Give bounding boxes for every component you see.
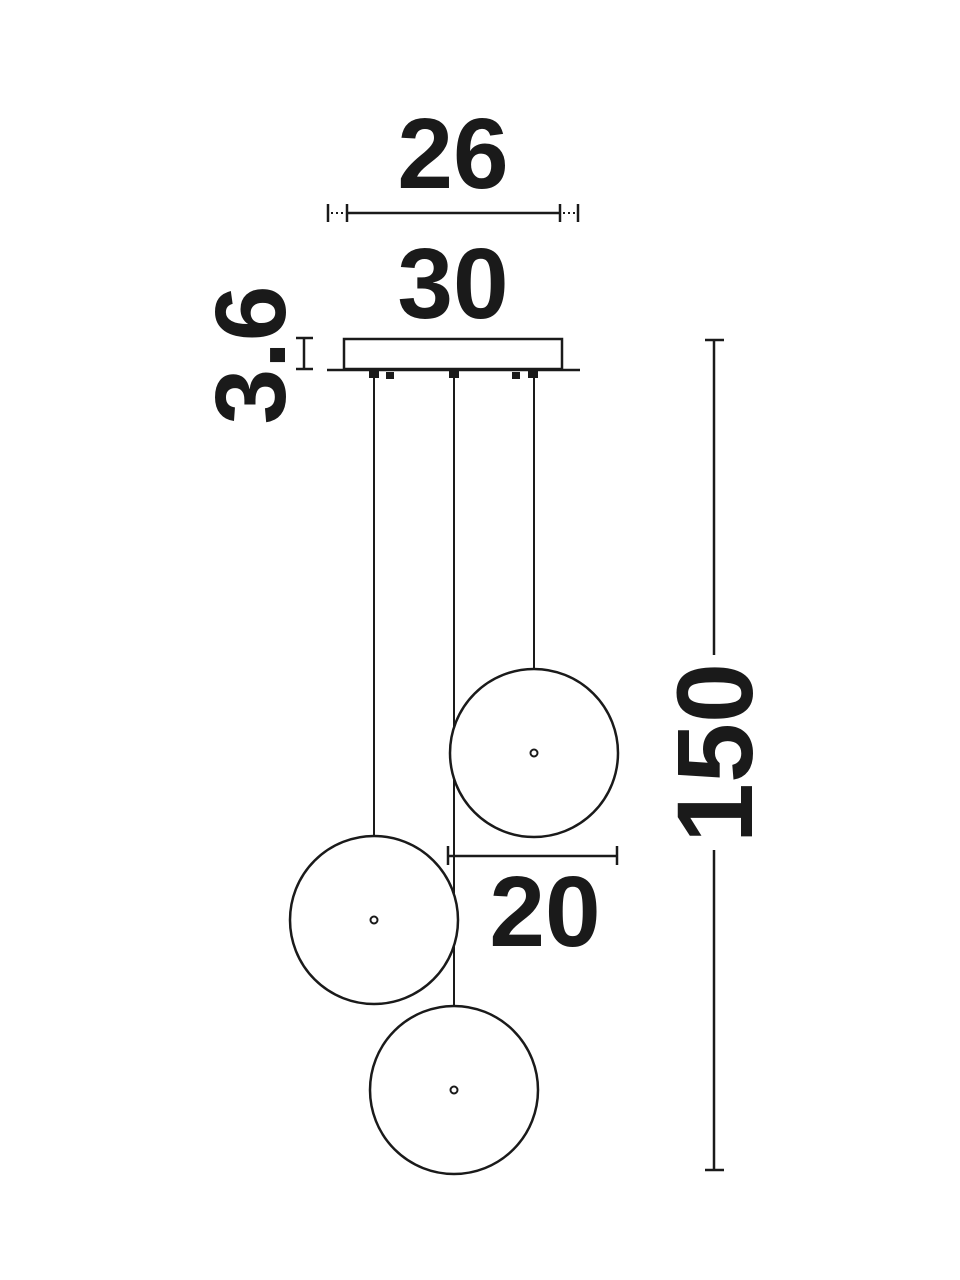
canopy-screw-right (512, 372, 520, 379)
globe-left-center-mark (369, 915, 379, 925)
globe-bottom-center-mark (449, 1085, 459, 1095)
globe-left-shade (288, 834, 460, 1006)
cable-grip-center (449, 370, 459, 378)
globe-right-shade (448, 667, 620, 839)
ceiling-canopy (327, 337, 580, 379)
dimension-label-20: 20 (489, 856, 600, 968)
globe-right-center-mark (529, 748, 539, 758)
dimension-20-group: 20 (446, 846, 619, 968)
globe-bottom (368, 1004, 540, 1176)
canopy-screw-left (386, 372, 394, 379)
globe-left (288, 834, 460, 1006)
dimension-26-group: 26 (326, 98, 580, 222)
dimension-label-30: 30 (397, 228, 508, 340)
canopy-body (342, 337, 564, 371)
dimension-label-26: 26 (397, 98, 508, 210)
cable-grip-left (369, 370, 379, 378)
dimension-label-150: 150 (654, 663, 775, 843)
dimension-label-3-6: 3.6 (195, 285, 307, 424)
cable-grip-right (528, 370, 538, 378)
dimension-150-group: 150 (654, 338, 775, 1172)
globe-bottom-shade (368, 1004, 540, 1176)
globe-right (448, 667, 620, 839)
dimension-3-6-group: 3.6 (195, 285, 313, 425)
